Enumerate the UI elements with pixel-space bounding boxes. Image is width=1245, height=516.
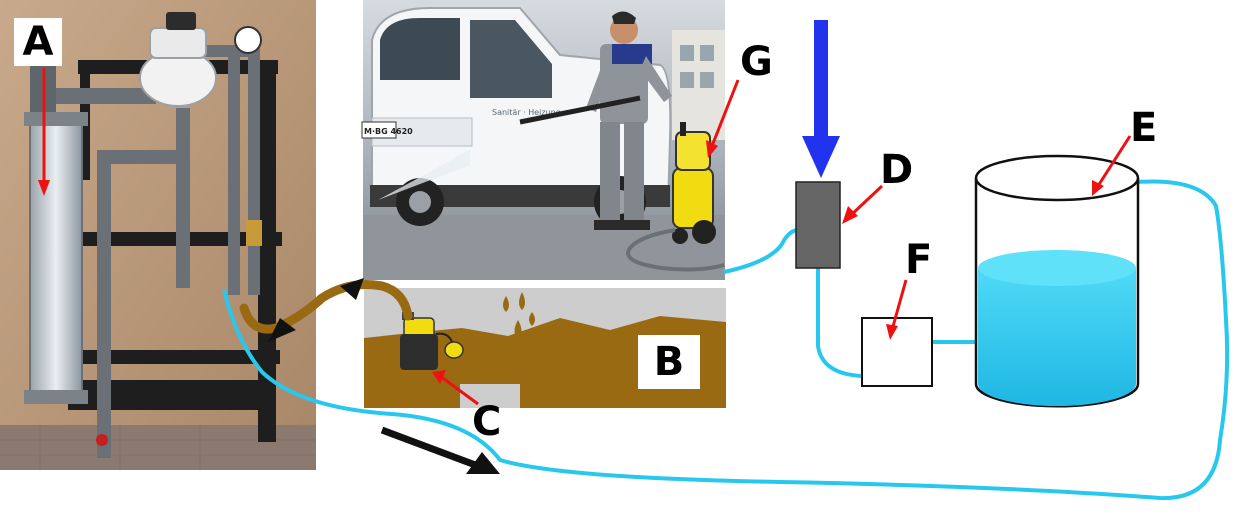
label-d: D: [880, 147, 914, 193]
sludge-flow-arrow-up: [340, 278, 364, 300]
fresh-water-inflow-arrow: [802, 20, 840, 178]
label-a: A: [14, 18, 62, 66]
component-f-box: [861, 317, 933, 387]
van-licence-plate: M·BG 4620: [364, 127, 413, 136]
flow-direction-arrow: [380, 426, 500, 474]
d-to-f-line: [816, 268, 863, 378]
label-e: E: [1130, 105, 1158, 151]
filter-unit-photo: [0, 0, 316, 470]
storage-tank-e: [974, 154, 1140, 408]
label-f: F: [905, 237, 933, 283]
pointer-arrow-g: [706, 79, 740, 158]
submersible-pump: [400, 312, 464, 370]
label-b: B: [638, 335, 700, 389]
label-c: C: [472, 399, 502, 445]
van-side-lettering: Sanitär · Heizung: [492, 108, 561, 117]
component-d-block: [795, 181, 841, 269]
pointer-arrows: [38, 68, 1132, 406]
pointer-arrow-f: [886, 279, 908, 340]
pointer-arrow-a: [38, 68, 50, 196]
sludge-return-hose: [239, 280, 413, 334]
pointer-arrow-c: [432, 370, 479, 406]
washer-supply-line: [723, 227, 803, 274]
pointer-arrow-d: [842, 184, 884, 224]
pointer-arrow-e: [1092, 135, 1132, 196]
pressure-washer-photo: M·BG 4620 Sanitär · Heizung: [361, 0, 725, 280]
label-g: G: [740, 39, 773, 85]
pressure-washer-unit: [672, 122, 716, 244]
clean-water-loop-line: [222, 179, 1230, 501]
sludge-flow-arrow-down: [268, 318, 296, 342]
